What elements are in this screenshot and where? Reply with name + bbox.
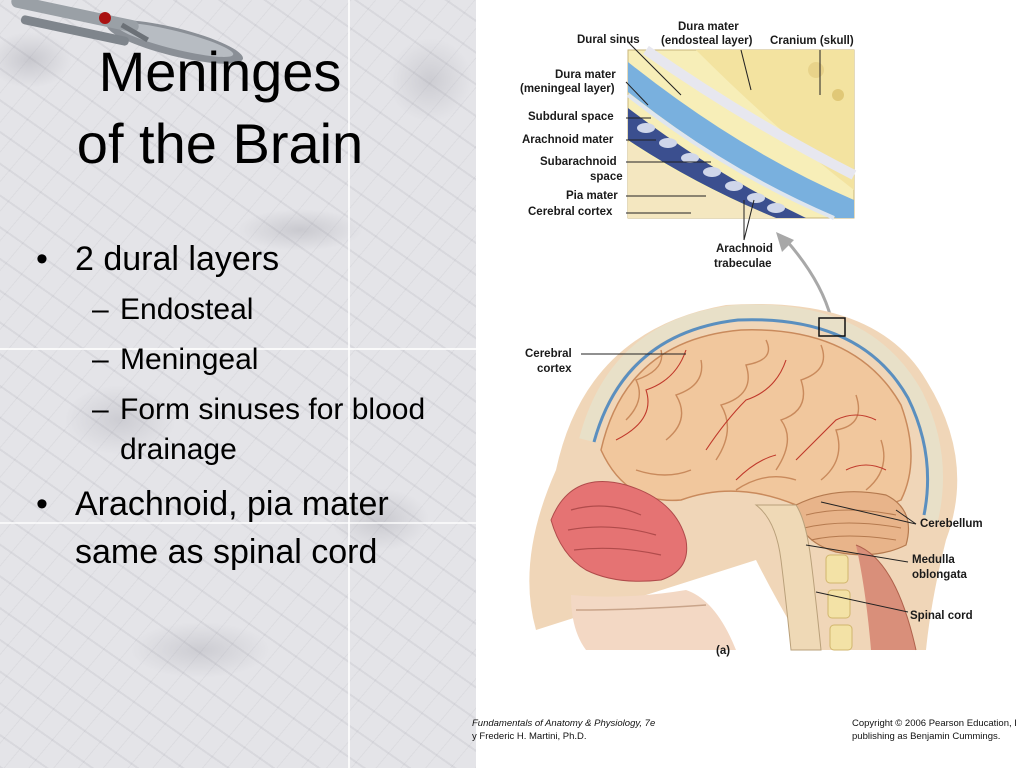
zoom-arrowhead: [776, 232, 794, 252]
bullet-glyph: •: [36, 240, 48, 278]
label-dura-endosteal-2: (endosteal layer): [661, 35, 753, 47]
footer-publisher: publishing as Benjamin Cummings.: [852, 731, 1001, 742]
label-spinal-cord: Spinal cord: [910, 610, 973, 622]
tile-grid-lines: [0, 0, 476, 768]
footer-book-title: Fundamentals of Anatomy & Physiology, 7e: [472, 718, 656, 729]
bullet-arachnoid: Arachnoid, pia mater: [75, 485, 389, 523]
bullet-dural-layers: 2 dural layers: [75, 240, 280, 278]
inset-leader-lines: [625, 41, 821, 241]
label-medulla-2: oblongata: [912, 569, 967, 581]
label-subarachnoid: Subarachnoid: [540, 156, 617, 168]
blood-vessels: [615, 349, 887, 481]
brain-gyri: [625, 339, 885, 491]
label-dura-meningeal-2: (meningeal layer): [520, 83, 615, 95]
label-cerebellum: Cerebellum: [920, 518, 983, 530]
label-subarachnoid-2: space: [590, 171, 623, 183]
meninges-diagram: [529, 41, 958, 651]
label-medulla: Medulla: [912, 554, 955, 566]
starship-icon: [11, 0, 244, 64]
sub-bullet-endosteal: Endosteal: [120, 293, 254, 326]
meninges-inset: [626, 45, 857, 220]
sub-bullet-sinuses-cont: drainage: [120, 433, 237, 466]
bullet-arachnoid-cont: same as spinal cord: [75, 533, 378, 571]
main-leader-lines: [581, 353, 917, 613]
zoom-arrow: [784, 239, 833, 319]
label-arachnoid-trabeculae-2: trabeculae: [714, 258, 772, 270]
label-subdural-space: Subdural space: [528, 111, 614, 123]
nasal-conchae: [567, 505, 662, 556]
brain-sagittal: [529, 303, 958, 651]
bullet-glyph: •: [36, 485, 48, 523]
label-pia-mater: Pia mater: [566, 190, 618, 202]
footer-author: y Frederic H. Martini, Ph.D.: [472, 731, 587, 742]
slide-title-line2: of the Brain: [76, 112, 364, 175]
label-dura-endosteal: Dura mater: [678, 21, 739, 33]
dash-glyph: –: [92, 393, 109, 426]
dash-glyph: –: [92, 293, 109, 326]
sub-bullet-meningeal: Meningeal: [120, 343, 259, 376]
cerebellum-folia: [803, 509, 902, 541]
label-panel-a: (a): [716, 645, 731, 657]
subarachnoid-cells: [637, 123, 785, 213]
label-cerebral-cortex-2: cortex: [537, 363, 572, 375]
label-cranium: Cranium (skull): [770, 35, 854, 47]
sub-bullet-sinuses: Form sinuses for blood: [120, 393, 426, 426]
vertebrae: [825, 554, 853, 651]
label-dura-meningeal: Dura mater: [555, 69, 616, 81]
label-cerebral-cortex: Cerebral: [525, 348, 572, 360]
zoom-region-box: [818, 317, 846, 337]
label-arachnoid-trabeculae: Arachnoid: [716, 243, 773, 255]
label-arachnoid-mater: Arachnoid mater: [522, 134, 614, 146]
slide-title: Meninges: [98, 40, 342, 103]
dash-glyph: –: [92, 343, 109, 376]
label-dural-sinus: Dural sinus: [577, 34, 640, 46]
footer-copyright: Copyright © 2006 Pearson Education, I: [852, 718, 1017, 729]
label-cerebral-cortex-inset: Cerebral cortex: [528, 206, 613, 218]
